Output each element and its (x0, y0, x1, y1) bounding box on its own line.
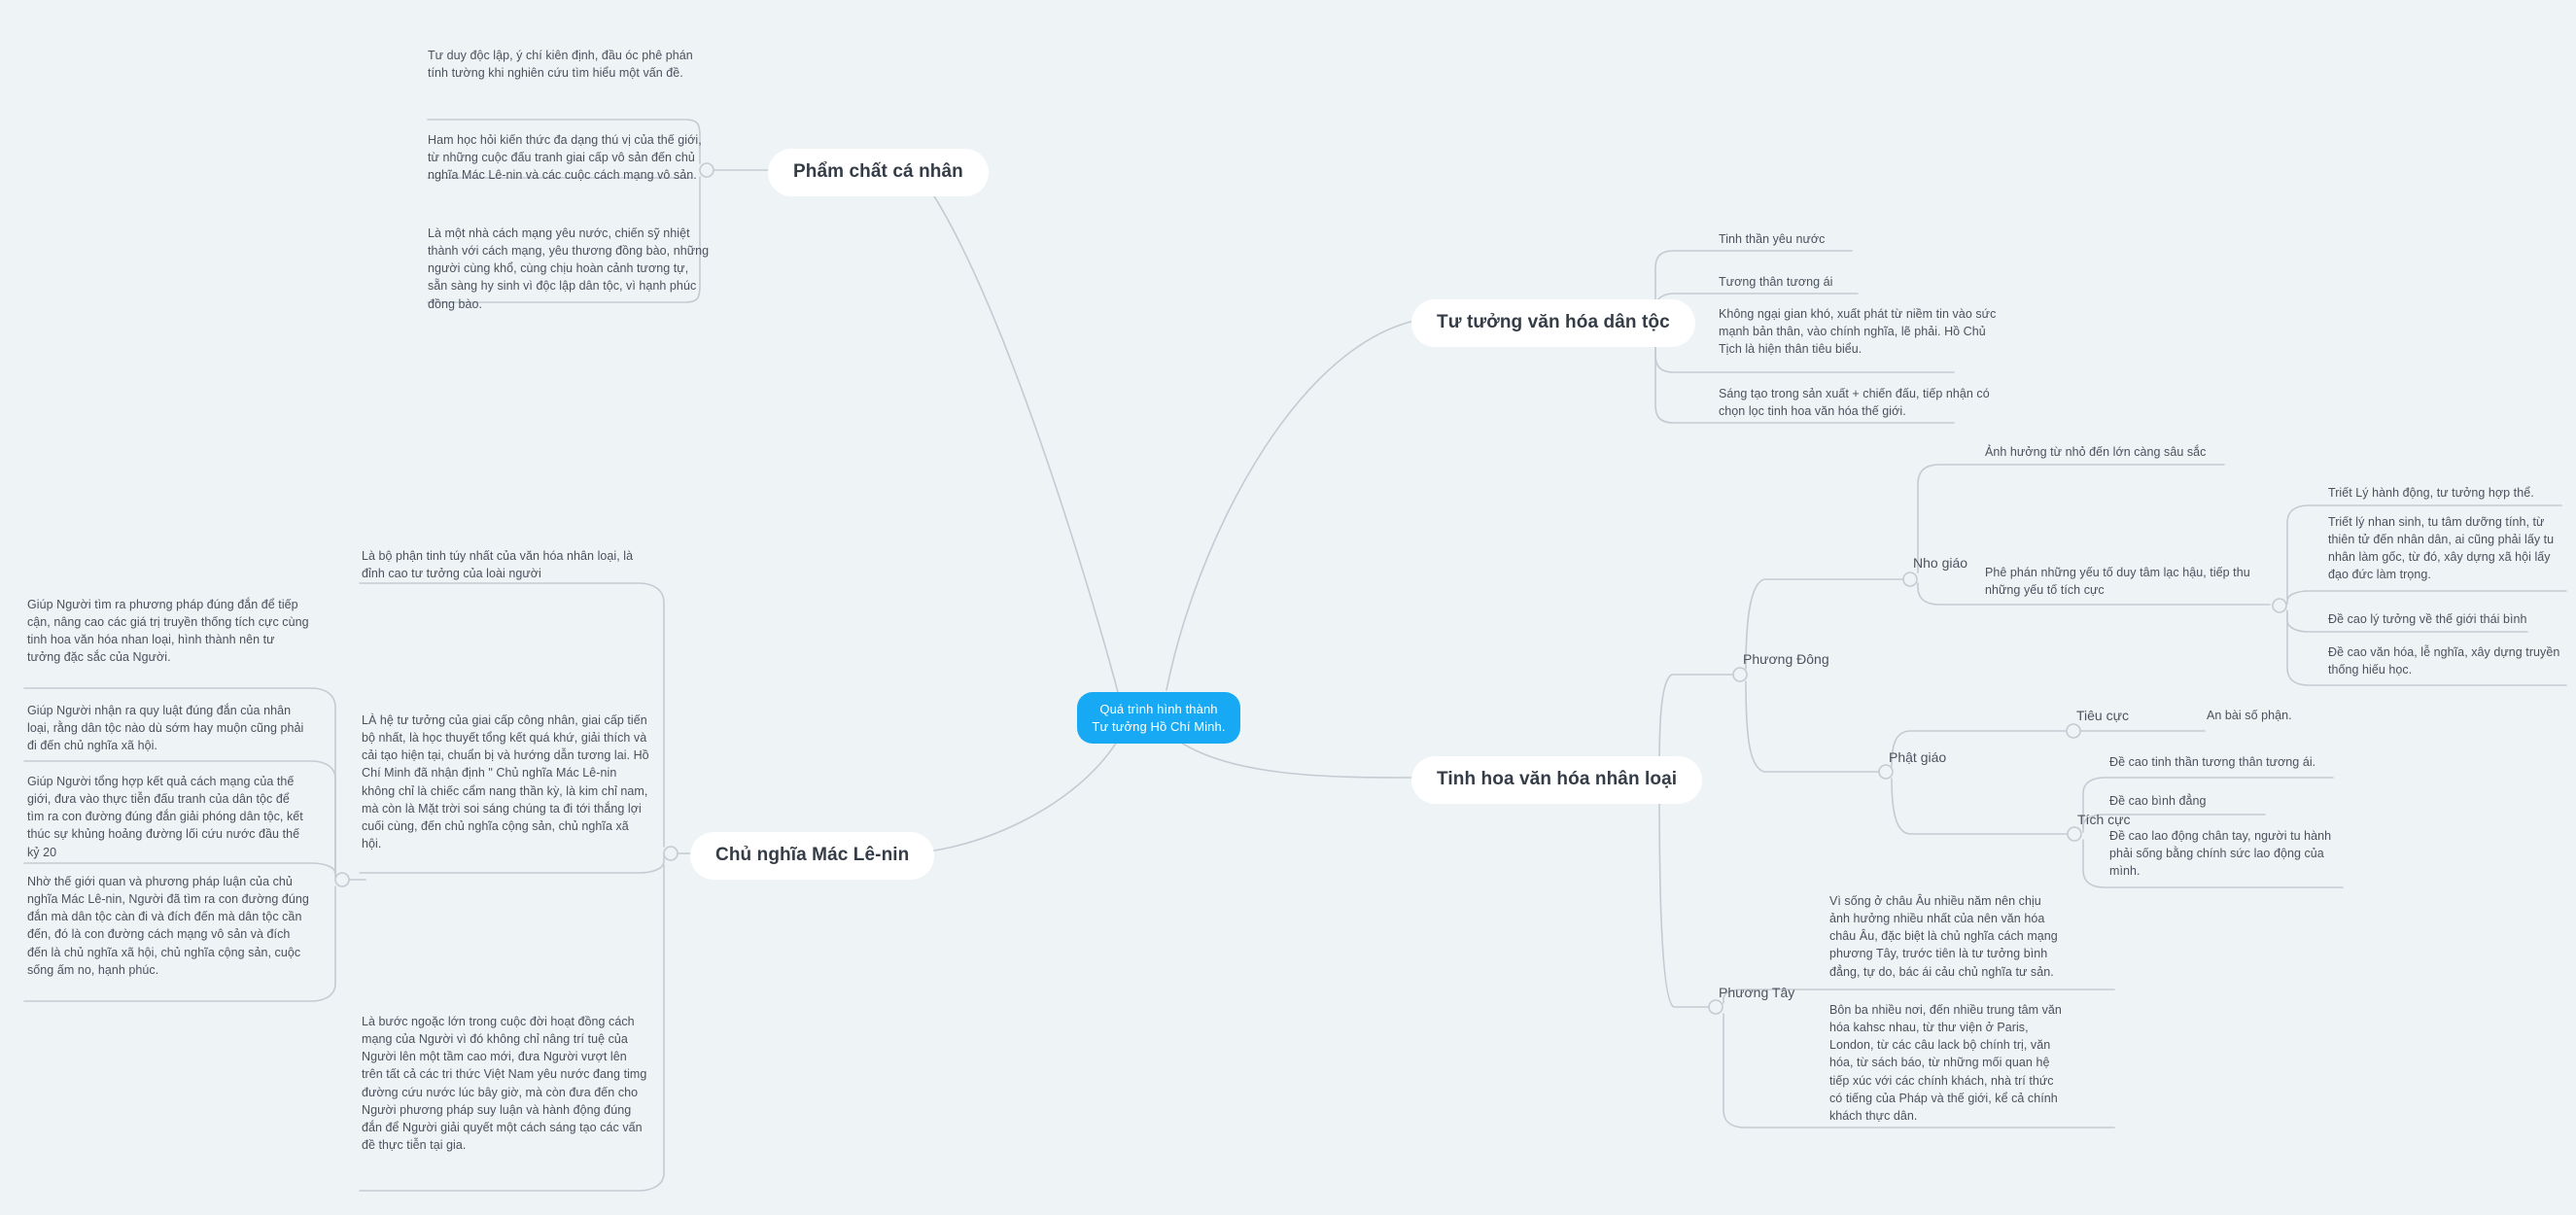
junction-phuong-dong (1732, 667, 1748, 682)
leaf-tich-cuc-3[interactable]: Đề cao lao động chân tay, người tu hành … (2109, 829, 2332, 879)
leaf-nho-giao-deep-4[interactable]: Đề cao văn hóa, lễ nghĩa, xây dựng truyề… (2328, 645, 2560, 677)
wire-root-to-pham-chat (922, 179, 1119, 693)
leaf-mac-lenin-2[interactable]: LÀ hệ tư tưởng của giai cấp công nhân, g… (362, 713, 649, 850)
leaf-tich-cuc-1[interactable]: Đề cao tinh thần tương thân tương ái. (2109, 755, 2316, 769)
sub-branch-tich-cuc[interactable]: Tích cực (2077, 812, 2131, 827)
branch-tu-tuong-van-hoa-dan-toc[interactable]: Tư tưởng văn hóa dân tộc (1411, 299, 1695, 347)
leaf-mac-lenin-1[interactable]: Là bộ phận tinh túy nhất của văn hóa nhâ… (362, 549, 634, 581)
leaf-tu-tuong-2[interactable]: Tương thân tương ái (1719, 275, 1833, 289)
wire-pg-to-tich-cuc (1891, 778, 2069, 835)
sub-branch-phuong-dong[interactable]: Phương Đông (1743, 651, 1829, 667)
leaf-nho-giao-deep-1[interactable]: Triết Lý hành động, tư tưởng hợp thể. (2328, 486, 2534, 500)
sub-branch-nho-giao[interactable]: Nho giáo (1913, 555, 1968, 571)
root-node[interactable]: Quá trình hình thành Tư tưởng Hồ Chí Min… (1077, 692, 1240, 745)
junction-phuong-tay (1708, 999, 1723, 1015)
leaf-phuong-tay-2[interactable]: Bôn ba nhiều nơi, đến nhiều trung tâm vă… (1829, 1003, 2062, 1123)
leaf-pham-chat-3[interactable]: Là một nhà cách mạng yêu nước, chiến sỹ … (428, 226, 710, 311)
leaf-pham-chat-2[interactable]: Ham học hỏi kiến thức đa dạng thú vị của… (428, 133, 702, 183)
junction-tieu-cuc (2066, 723, 2081, 739)
branch-chu-nghia-mac-lenin[interactable]: Chủ nghĩa Mác Lê-nin (690, 832, 935, 880)
leaf-nho-giao-deep-3[interactable]: Đề cao lý tưởng về thế giới thái bình (2328, 612, 2527, 626)
junction-nho-giao-deep (2272, 598, 2287, 613)
leaf-mac-lenin-far-3[interactable]: Giúp Người tổng hợp kết quả cách mạng củ… (27, 775, 303, 859)
sub-branch-tieu-cuc[interactable]: Tiêu cực (2076, 708, 2129, 723)
leaf-phuong-tay-1[interactable]: Vì sống ở châu Âu nhiều năm nên chịu ảnh… (1829, 894, 2058, 979)
sub-branch-phuong-tay[interactable]: Phương Tây (1719, 985, 1795, 1000)
leaf-mac-lenin-3[interactable]: Là bước ngoặc lớn trong cuộc đời hoạt đồ… (362, 1015, 647, 1152)
junction-nho-giao (1902, 572, 1918, 587)
leaf-mac-lenin-far-4[interactable]: Nhờ thế giới quan và phương pháp luận củ… (27, 875, 309, 977)
sub-branch-phat-giao[interactable]: Phật giáo (1889, 749, 1947, 765)
leaf-tu-tuong-1[interactable]: Tinh thần yêu nước (1719, 232, 1826, 246)
leaf-nho-giao-deep-2[interactable]: Triết lý nhan sinh, tu tâm dưỡng tính, t… (2328, 515, 2555, 582)
junction-tich-cuc (2067, 826, 2082, 842)
wire-ngd-leaf-2 (2286, 590, 2567, 605)
leaf-mac-lenin-far-2[interactable]: Giúp Người nhận ra quy luật đúng đắn của… (27, 704, 304, 753)
branch-pham-chat-ca-nhan[interactable]: Phẩm chất cá nhân (768, 149, 989, 196)
wire-root-to-mac-lenin (893, 736, 1121, 854)
leaf-nho-giao-2[interactable]: Phê phán những yếu tố duy tâm lạc hậu, t… (1985, 566, 2250, 598)
leaf-tu-tuong-4[interactable]: Sáng tạo trong sản xuất + chiến đấu, tiế… (1719, 387, 1990, 419)
leaf-pham-chat-1[interactable]: Tư duy độc lập, ý chí kiên định, đầu óc … (428, 49, 693, 81)
leaf-nho-giao-1[interactable]: Ảnh hưởng từ nhỏ đến lớn càng sâu sắc (1985, 445, 2207, 459)
wire-ml-leaf-2 (359, 854, 665, 874)
branch-tinh-hoa-van-hoa-nhan-loai[interactable]: Tinh hoa văn hóa nhân loại (1411, 756, 1703, 804)
junction-mac-lenin (663, 846, 679, 861)
junction-mac-lenin-far (334, 872, 350, 887)
wire-pd-to-phat-giao (1745, 680, 1880, 773)
leaf-tu-tuong-3[interactable]: Không ngại gian khó, xuất phát từ niềm t… (1719, 307, 1997, 357)
leaf-tich-cuc-2[interactable]: Đề cao bình đẳng (2109, 794, 2207, 808)
wire-root-to-tu-tuong (1166, 320, 1415, 691)
leaf-tieu-cuc-1[interactable]: An bài số phận. (2207, 709, 2292, 722)
junction-phat-giao (1878, 764, 1894, 780)
leaf-mac-lenin-far-1[interactable]: Giúp Người tìm ra phương pháp đúng đắn đ… (27, 598, 309, 665)
wire-th-to-phuong-tay (1658, 783, 1710, 1008)
